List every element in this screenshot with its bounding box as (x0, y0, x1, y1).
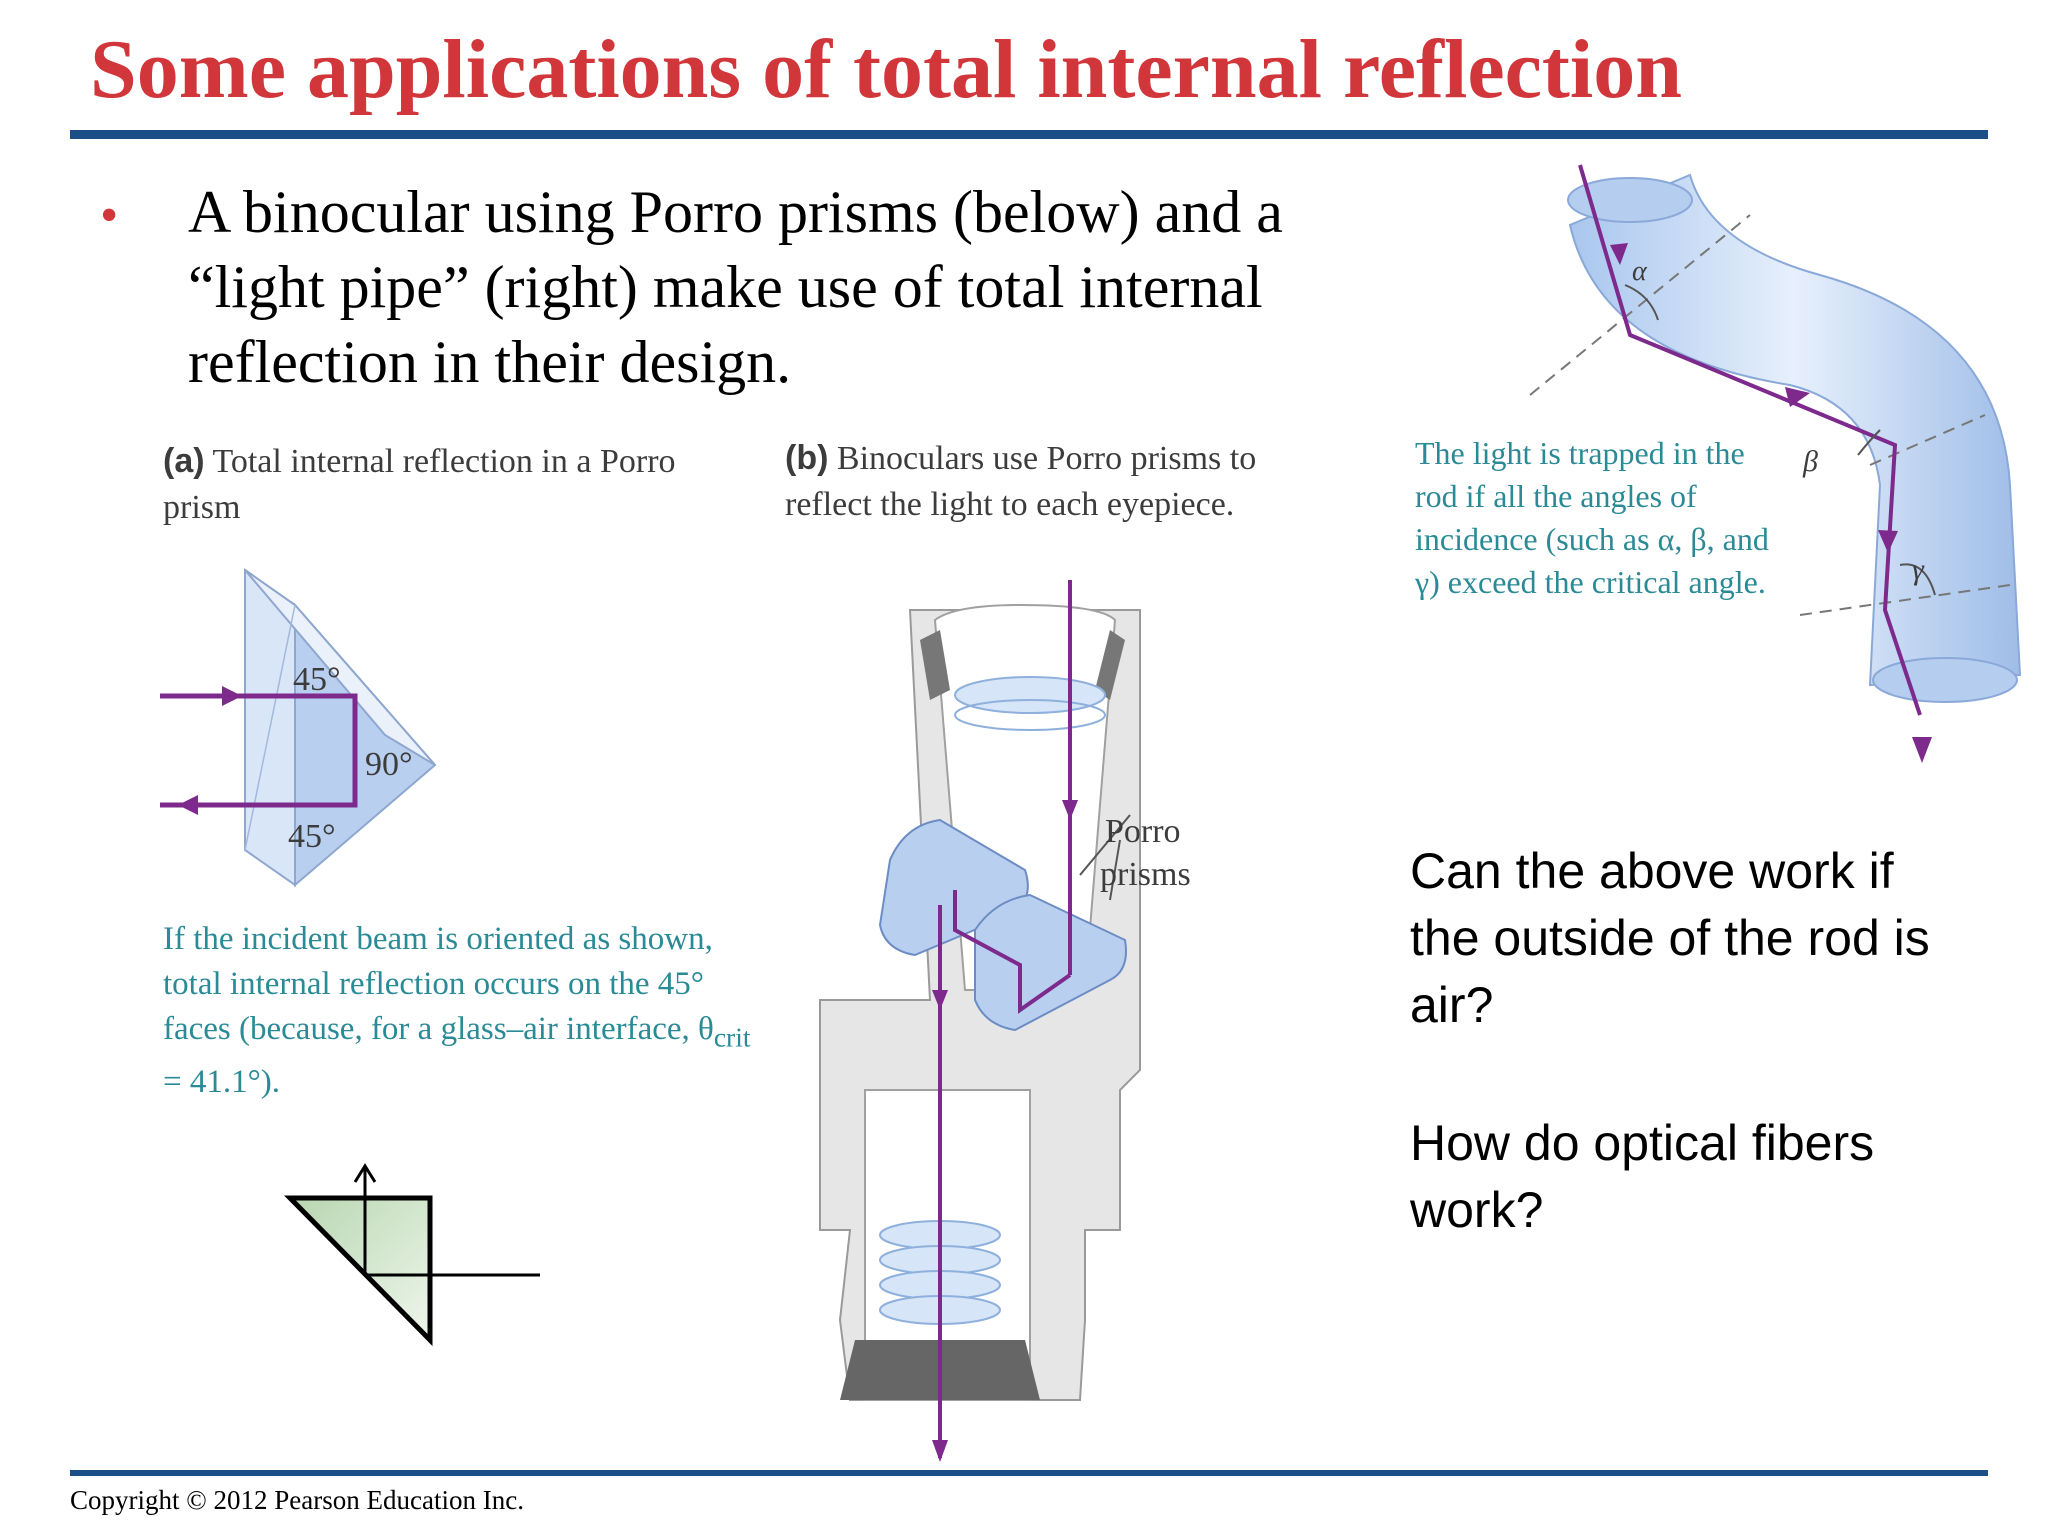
bullet-marker: • (100, 187, 119, 244)
angle-label-top: 45° (293, 661, 341, 698)
copyright-notice: Copyright © 2012 Pearson Education Inc. (70, 1485, 524, 1515)
alpha-label: α (1632, 256, 1647, 287)
porro-label-line-2: prisms (1100, 856, 1191, 893)
bullet-text: A binocular using Porro prisms (below) a… (188, 179, 1283, 395)
beta-label: β (1803, 445, 1818, 478)
title-divider (70, 130, 1988, 139)
slide-title: Some applications of total internal refl… (90, 23, 1682, 116)
figure-c-note: The light is trapped in the rod if all t… (1415, 435, 1769, 600)
porro-prism-diagram (160, 568, 437, 888)
figure-a-note-subscript: crit (713, 1021, 751, 1053)
binocular-diagram (819, 580, 1141, 1462)
figure-a-caption-text: Total internal reflection in a Porro pri… (163, 443, 676, 526)
gamma-label: γ (1912, 553, 1924, 586)
question-optical-fibers: How do optical fibers work? (1410, 1115, 1875, 1238)
figure-a-note-end: = 41.1°). (163, 1063, 281, 1100)
angle-label-right: 90° (365, 746, 413, 783)
figure-b-letter: (b) (785, 439, 829, 477)
figure-b-caption: (b) Binoculars use Porro prisms to refle… (785, 435, 1345, 528)
footer-divider (70, 1470, 1988, 1476)
figure-a-letter: (a) (163, 442, 205, 480)
light-pipe-diagram (1529, 164, 2022, 763)
figure-a-note: If the incident beam is oriented as show… (163, 917, 763, 1105)
right-angle-prism-sketch (284, 1163, 540, 1347)
figure-b-caption-text: Binoculars use Porro prisms to reflect t… (785, 440, 1257, 523)
porro-label-line-1: Porro (1105, 813, 1181, 850)
angle-label-bottom: 45° (288, 818, 336, 855)
figure-a-note-text: If the incident beam is oriented as show… (163, 921, 714, 1047)
question-air: Can the above work if the outside of the… (1410, 843, 1930, 1033)
figure-a-caption: (a) Total internal reflection in a Porro… (163, 438, 723, 531)
